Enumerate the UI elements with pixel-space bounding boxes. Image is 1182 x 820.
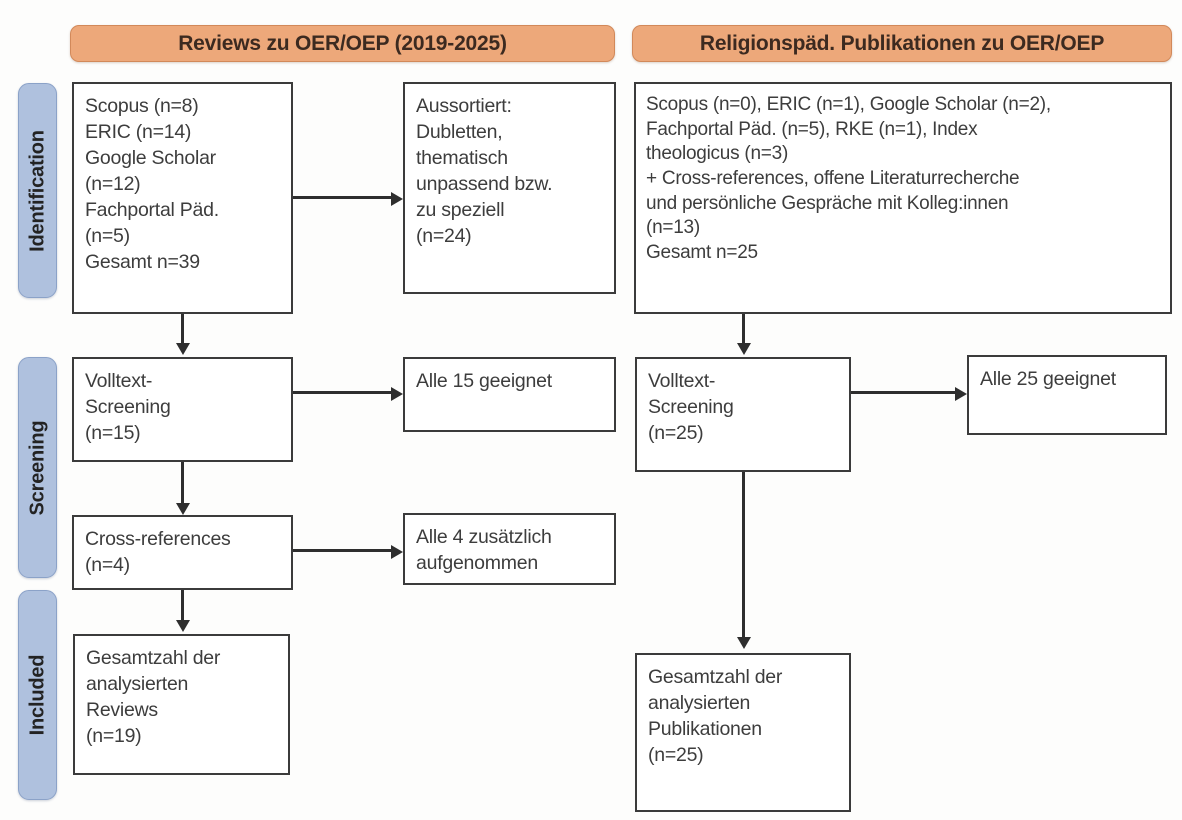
phase-label-screening: Screening (26, 420, 48, 515)
phase-label-included: Included (26, 654, 48, 736)
connector-left-crossref-to-result (293, 549, 391, 552)
column-header-religionspaed: Religionspäd. Publikationen zu OER/OEP (632, 25, 1172, 62)
connector-left-screening-to-result (293, 391, 391, 394)
phase-label-identification: Identification (26, 129, 48, 252)
right-screening-box: Volltext- Screening (n=25) (635, 357, 851, 472)
right-identification-box: Scopus (n=0), ERIC (n=1), Google Scholar… (634, 82, 1172, 314)
phase-pill-screening: Screening (18, 357, 57, 578)
arrowhead-left-screening-to-crossref (175, 503, 190, 515)
phase-pill-identification: Identification (18, 83, 57, 298)
connector-right-screening-to-included (742, 472, 745, 639)
arrowhead-left-crossref-to-result (391, 544, 403, 559)
arrowhead-left-crossref-to-included (175, 620, 190, 632)
connector-left-screening-to-crossref (181, 462, 184, 505)
connector-right-screening-to-result (851, 391, 955, 394)
left-crossref-result-box: Alle 4 zusätzlich aufgenommen (403, 513, 616, 585)
connector-left-ident-to-excluded (293, 196, 391, 199)
left-screening-box: Volltext- Screening (n=15) (72, 357, 293, 462)
arrowhead-right-screening-to-result (955, 386, 967, 401)
right-screening-result-box: Alle 25 geeignet (967, 355, 1167, 435)
connector-left-ident-to-screening (181, 314, 184, 345)
connector-left-crossref-to-included (181, 590, 184, 622)
arrowhead-right-screening-to-included (736, 637, 751, 649)
phase-pill-included: Included (18, 590, 57, 800)
arrowhead-left-screening-to-result (391, 386, 403, 401)
right-included-box: Gesamtzahl der analysierten Publikatione… (635, 653, 851, 812)
left-crossref-box: Cross-references (n=4) (72, 515, 293, 590)
left-included-box: Gesamtzahl der analysierten Reviews (n=1… (73, 634, 290, 775)
column-header-reviews: Reviews zu OER/OEP (2019-2025) (70, 25, 615, 62)
left-excluded-box: Aussortiert: Dubletten, thematisch unpas… (403, 82, 616, 294)
left-screening-result-box: Alle 15 geeignet (403, 357, 616, 432)
arrowhead-right-ident-to-screening (736, 343, 751, 355)
left-identification-box: Scopus (n=8) ERIC (n=14) Google Scholar … (72, 82, 293, 314)
arrowhead-left-ident-to-screening (175, 343, 190, 355)
arrowhead-left-ident-to-excluded (391, 191, 403, 206)
connector-right-ident-to-screening (742, 314, 745, 345)
